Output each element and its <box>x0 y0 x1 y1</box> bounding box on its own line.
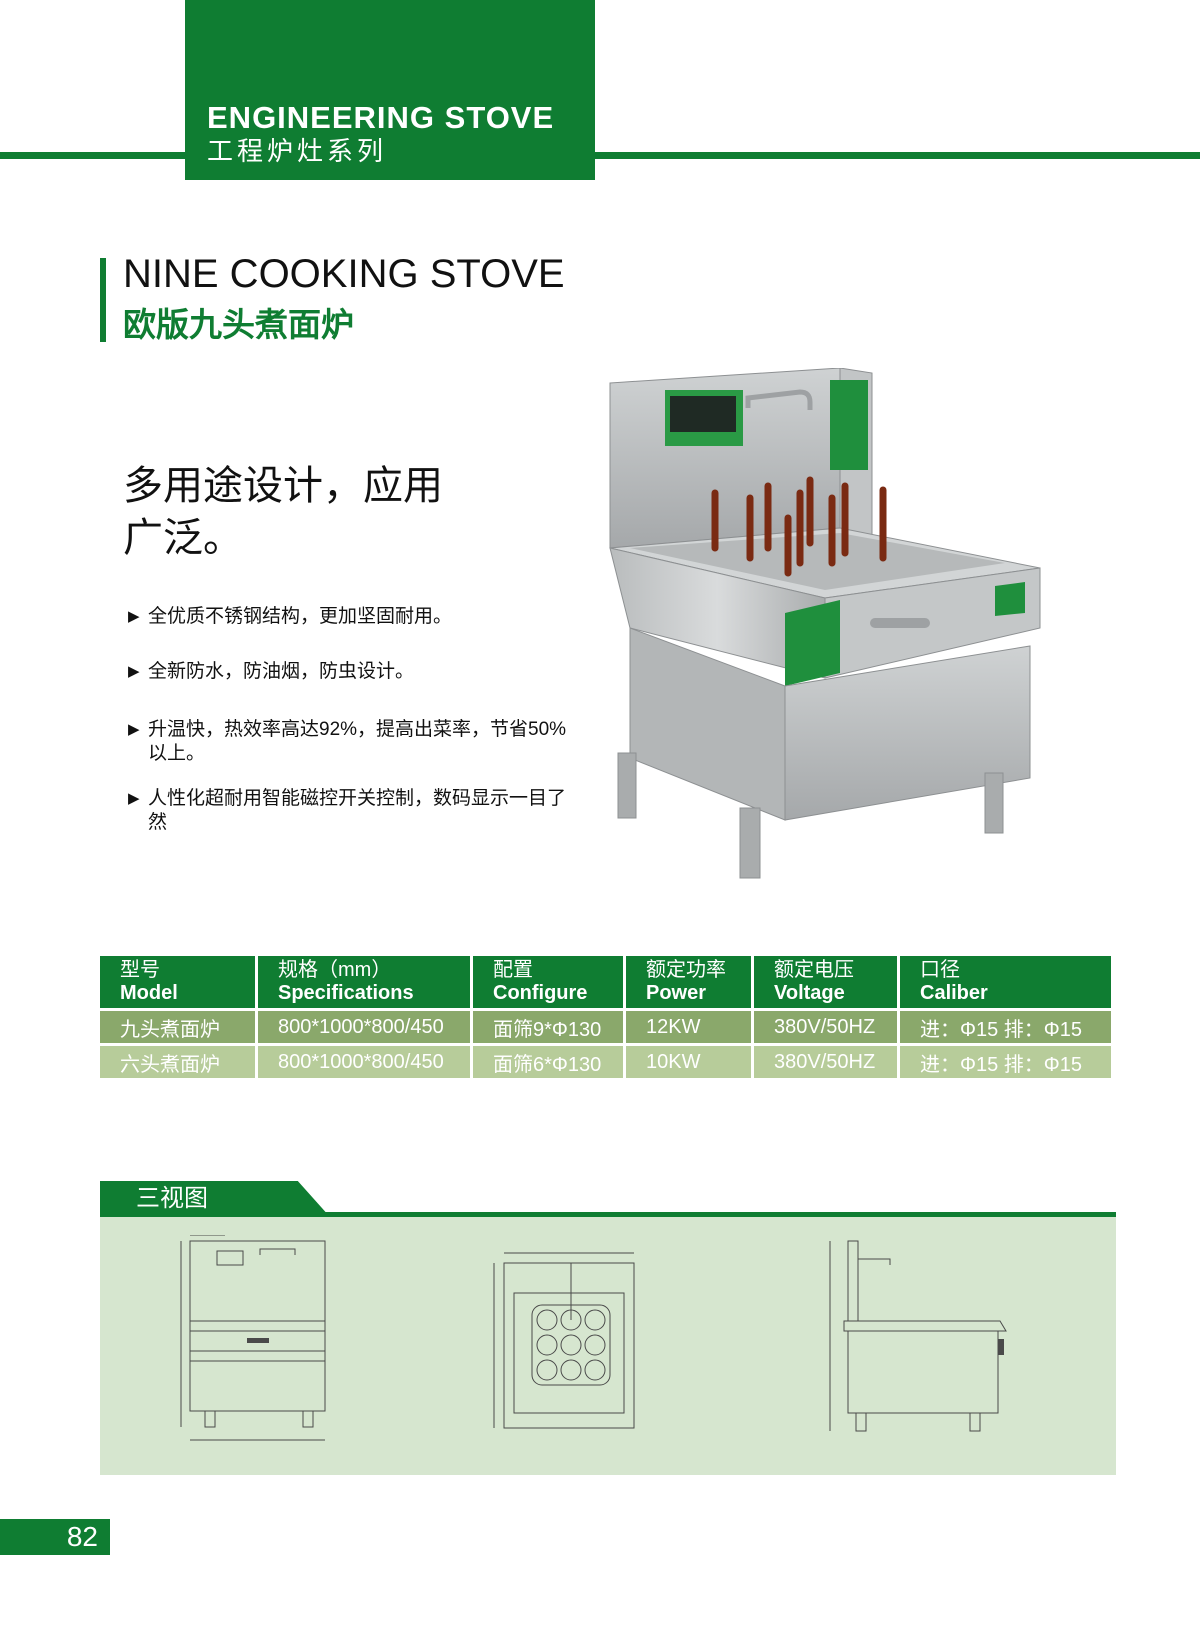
table-cell: 380V/50HZ <box>754 1046 897 1078</box>
slogan: 多用途设计，应用 广泛。 <box>123 460 463 564</box>
column-header-en: Voltage <box>774 982 845 1004</box>
column-header-en: Power <box>646 982 707 1004</box>
product-title-en: NINE COOKING STOVE <box>123 252 565 296</box>
column-header-cn: 额定功率 <box>646 959 726 981</box>
slogan-line-1: 多用途设计，应用 <box>123 464 443 508</box>
table-cell: 800*1000*800/450 <box>258 1011 470 1043</box>
front-view-drawing <box>180 1235 326 1441</box>
feature-text: 全新防水，防油烟，防虫设计。 <box>148 661 415 682</box>
table-cell: 10KW <box>626 1046 751 1078</box>
table-row: 九头煮面炉 800*1000*800/450 面筛9*Φ130 12KW 380… <box>100 1011 1111 1043</box>
table-cell: 进：Φ15 排：Φ15 <box>900 1046 1111 1078</box>
column-header-en: Model <box>120 982 178 1004</box>
table-cell: 九头煮面炉 <box>100 1011 255 1043</box>
three-view-rule <box>100 1212 1116 1217</box>
product-image <box>609 368 1041 879</box>
bullet-arrow-icon: ▶ <box>128 608 140 625</box>
table-cell: 面筛6*Φ130 <box>473 1046 623 1078</box>
three-view-tab: 三视图 <box>100 1181 330 1217</box>
feature-text: 全优质不锈钢结构，更加坚固耐用。 <box>148 606 453 627</box>
column-header-cn: 型号 <box>120 959 160 981</box>
feature-text: 人性化超耐用智能磁控开关控制，数码显示一目了然 <box>148 788 567 833</box>
section-header: ENGINEERING STOVE 工程炉灶系列 <box>185 0 595 180</box>
column-header-cn: 规格（mm） <box>278 959 392 981</box>
table-row: 六头煮面炉 800*1000*800/450 面筛6*Φ130 10KW 380… <box>100 1046 1111 1078</box>
section-title-cn: 工程炉灶系列 <box>207 136 388 166</box>
top-view-drawing <box>493 1252 635 1429</box>
table-cell: 面筛9*Φ130 <box>473 1011 623 1043</box>
table-cell: 六头煮面炉 <box>100 1046 255 1078</box>
section-title-en: ENGINEERING STOVE <box>207 100 555 135</box>
column-header-cn: 口径 <box>920 959 960 981</box>
product-title-cn: 欧版九头煮面炉 <box>123 306 354 343</box>
column-header-en: Specifications <box>278 982 414 1004</box>
bullet-arrow-icon: ▶ <box>128 721 140 738</box>
feature-item: ▶ 全优质不锈钢结构，更加坚固耐用。 <box>128 605 568 629</box>
page-number: 82 <box>0 1519 110 1555</box>
three-view-panel <box>100 1217 1116 1475</box>
feature-item: ▶ 升温快，热效率高达92%，提高出菜率，节省50%以上。 <box>128 718 568 766</box>
title-accent-bar <box>100 258 106 342</box>
feature-text: 升温快，热效率高达92%，提高出菜率，节省50%以上。 <box>148 719 567 764</box>
column-header: 规格（mm）Specifications <box>258 956 470 1008</box>
table-cell: 12KW <box>626 1011 751 1043</box>
feature-item: ▶ 全新防水，防油烟，防虫设计。 <box>128 660 568 684</box>
feature-item: ▶ 人性化超耐用智能磁控开关控制，数码显示一目了然 <box>128 787 568 835</box>
column-header-cn: 额定电压 <box>774 959 854 981</box>
column-header-cn: 配置 <box>493 959 533 981</box>
bullet-arrow-icon: ▶ <box>128 663 140 680</box>
side-view-drawing <box>829 1240 1007 1432</box>
table-cell: 进：Φ15 排：Φ15 <box>900 1011 1111 1043</box>
table-cell: 380V/50HZ <box>754 1011 897 1043</box>
column-header-en: Caliber <box>920 982 988 1004</box>
table-cell: 800*1000*800/450 <box>258 1046 470 1078</box>
slogan-line-2: 广泛。 <box>123 516 243 560</box>
header-rule <box>0 152 1200 159</box>
column-header-en: Configure <box>493 982 588 1004</box>
bullet-arrow-icon: ▶ <box>128 790 140 807</box>
